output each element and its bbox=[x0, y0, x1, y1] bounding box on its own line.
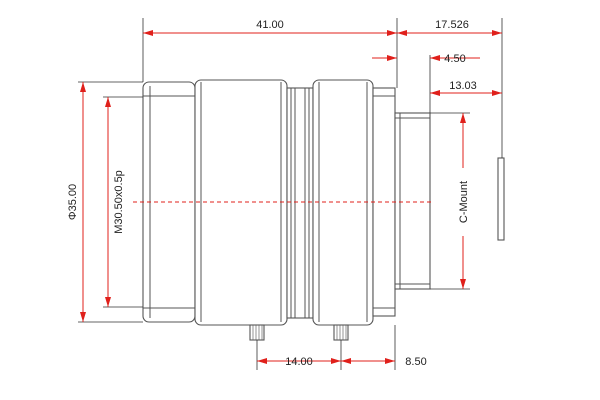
extension-lines bbox=[78, 18, 503, 370]
dim-back-focal-text: 17.526 bbox=[435, 19, 469, 31]
dim-back-focal bbox=[397, 30, 502, 36]
dim-c-mount bbox=[460, 113, 466, 289]
dim-screw-to-back bbox=[341, 358, 395, 364]
locking-screw-rear bbox=[333, 324, 349, 341]
dim-mount-thread-length bbox=[430, 90, 502, 96]
rear-step bbox=[372, 87, 396, 317]
dim-overall-length bbox=[143, 30, 397, 36]
c-mount-thread bbox=[394, 112, 431, 290]
dim-mount-thread-length-text: 13.03 bbox=[449, 80, 477, 92]
dim-filter-thread-text: M30.50x0.5p bbox=[113, 170, 125, 234]
dim-screw-spacing bbox=[257, 358, 341, 364]
dim-mount-flange bbox=[372, 55, 480, 61]
image-plane bbox=[497, 157, 505, 241]
dim-mount-flange-text: 4.50 bbox=[444, 53, 465, 65]
dim-c-mount-text: C-Mount bbox=[458, 181, 470, 223]
dim-front-diameter-text: Φ35.00 bbox=[67, 184, 79, 220]
dim-screw-to-back-text: 8.50 bbox=[405, 356, 426, 368]
dim-screw-spacing-text: 14.00 bbox=[285, 356, 313, 368]
dim-front-diameter bbox=[80, 82, 86, 322]
locking-screw-front bbox=[249, 324, 265, 341]
dim-filter-thread bbox=[105, 97, 111, 307]
dim-overall-length-text: 41.00 bbox=[256, 19, 284, 31]
